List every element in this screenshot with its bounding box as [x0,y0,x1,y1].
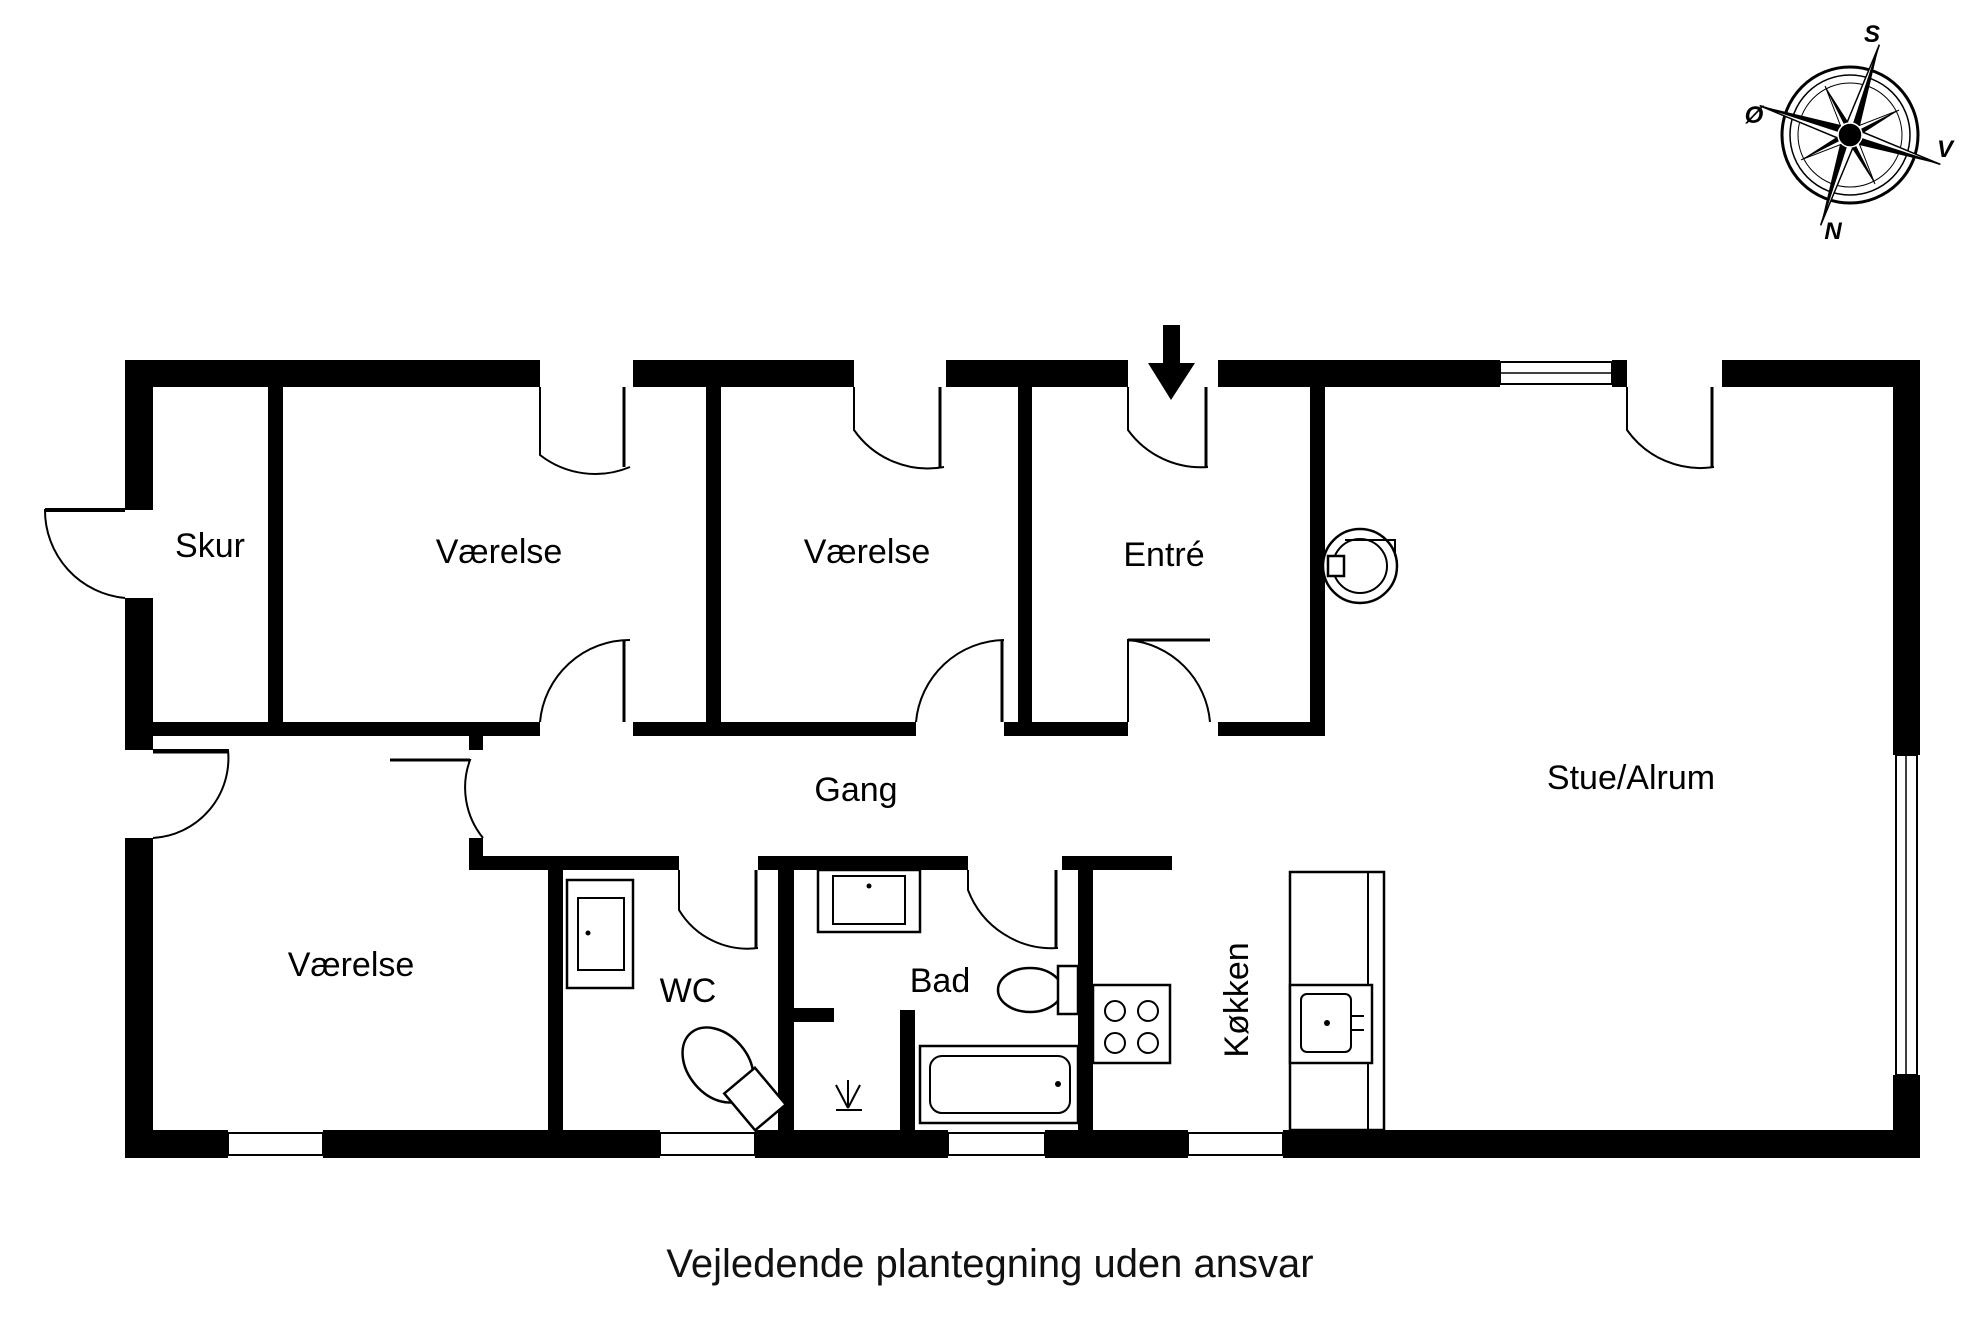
interior-walls [153,387,1325,1130]
room-label-vaerelse-1: Værelse [436,533,563,571]
kitchen-counter-icon [1288,870,1386,1132]
floor-drain-icon [835,1080,862,1111]
doors [43,387,1715,950]
bathtub-icon [918,1044,1080,1125]
bathroom-sink-icon [816,868,922,934]
room-label-vaerelse-2: Værelse [804,533,931,571]
compass-rose: S Ø V N [1745,21,1955,245]
room-label-koekken: Køkken [1218,942,1256,1057]
room-label-stue: Stue/Alrum [1547,759,1715,797]
wc-sink-icon [565,878,635,990]
fixtures [565,527,1399,1133]
stove-icon [1091,983,1172,1065]
compass-north-letter: N [1824,218,1842,245]
plan-caption: Vejledende plantegning uden ansvar [666,1242,1313,1286]
compass-south-letter: S [1864,21,1880,48]
room-label-vaerelse-3: Værelse [288,946,415,984]
bathroom-toilet-icon [996,964,1080,1016]
room-label-skur: Skur [175,527,245,565]
exterior-walls [125,360,1920,1158]
room-label-entre: Entré [1123,536,1204,574]
room-label-wc: WC [660,972,717,1010]
wood-stove-icon [1321,527,1399,605]
room-labels: Skur Værelse Værelse Entré Gang Stue/Alr… [175,527,1715,1058]
room-label-bad: Bad [910,962,971,1000]
compass-west-letter: V [1937,136,1955,163]
room-label-gang: Gang [814,771,897,809]
wc-toilet-icon [681,1026,788,1133]
entrance-arrow-icon [1148,325,1195,400]
compass-east-letter: Ø [1745,102,1765,129]
